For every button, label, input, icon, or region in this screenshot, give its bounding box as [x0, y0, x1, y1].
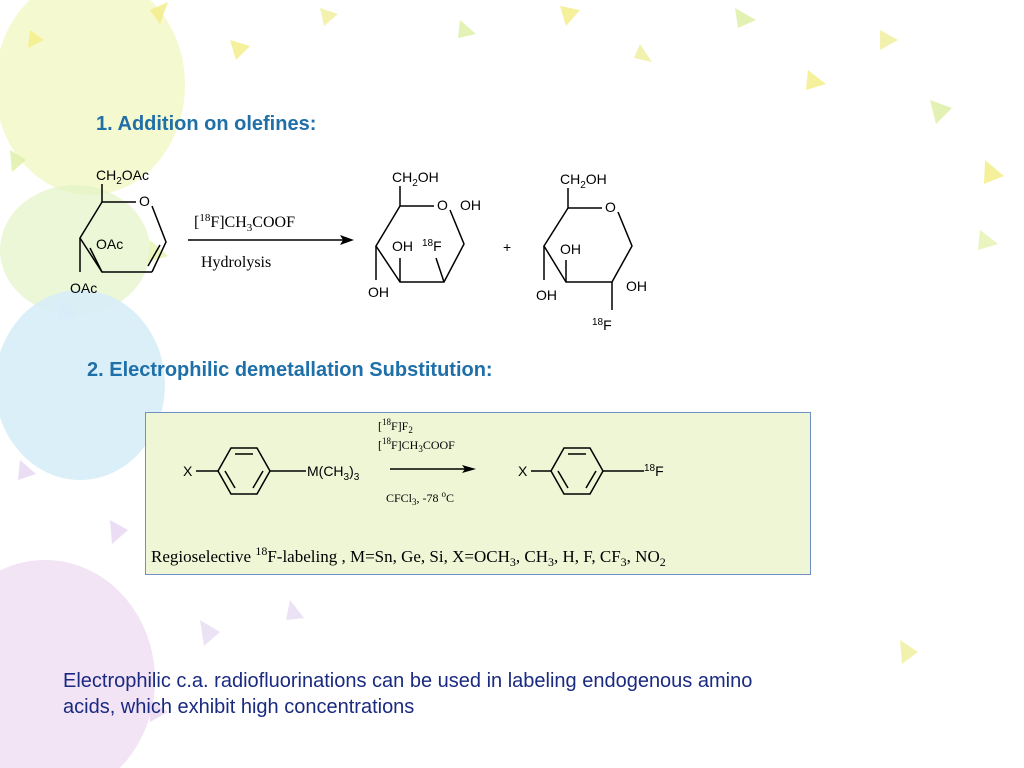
- balloon-green: [0, 185, 150, 315]
- svg-text:X: X: [518, 463, 528, 479]
- labeling-note: Regioselective 18F-labeling , M=Sn, Ge, …: [151, 544, 666, 569]
- caption-line-2: acids, which exhibit high concentrations: [63, 696, 415, 718]
- svg-text:O: O: [437, 197, 448, 213]
- glycal-reactant: CH2OAc O OAc OAc: [70, 167, 167, 296]
- svg-text:X: X: [183, 463, 193, 479]
- section-1-heading: 1. Addition on olefines:: [96, 113, 317, 135]
- svg-text:M(CH3)3: M(CH3)3: [307, 463, 360, 483]
- balloon-yellow: [0, 0, 185, 195]
- svg-text:CFCl3, -78 oC: CFCl3, -78 oC: [386, 489, 454, 507]
- aryl-metal-reactant: X M(CH3)3: [183, 447, 360, 495]
- svg-text:OH: OH: [460, 197, 481, 213]
- svg-text:CH2OH: CH2OH: [392, 169, 439, 189]
- svg-text:OH: OH: [392, 238, 413, 254]
- svg-text:OH: OH: [536, 287, 557, 303]
- demetallation-scheme: X M(CH3)3 [18F]F2 [18F]CH3COOF CFCl3, -7…: [151, 417, 666, 569]
- svg-text:O: O: [139, 193, 150, 209]
- svg-text:[18F]F2: [18F]F2: [378, 417, 413, 435]
- svg-text:18F: 18F: [644, 463, 664, 479]
- pyranose-product-2: CH2OH O OH OH OH 18F: [536, 171, 647, 333]
- svg-text:CH2OH: CH2OH: [560, 171, 607, 191]
- svg-text:18F: 18F: [592, 317, 612, 333]
- plus-sign: +: [503, 239, 511, 255]
- svg-text:OAc: OAc: [96, 236, 123, 252]
- svg-text:18F: 18F: [422, 238, 442, 254]
- svg-text:[18F]CH3COOF: [18F]CH3COOF: [194, 212, 295, 234]
- pyranose-product-1: CH2OH O OH OH 18F OH: [368, 169, 481, 300]
- svg-text:OH: OH: [560, 241, 581, 257]
- svg-text:CH2OAc: CH2OAc: [96, 167, 149, 187]
- svg-text:OH: OH: [626, 278, 647, 294]
- svg-text:OH: OH: [368, 284, 389, 300]
- section-2-heading: 2. Electrophilic demetallation Substitut…: [87, 359, 493, 381]
- balloon-purple: [0, 560, 155, 768]
- balloon-blue: [0, 290, 165, 480]
- svg-text:Hydrolysis: Hydrolysis: [201, 254, 271, 271]
- caption-line-1: Electrophilic c.a. radiofluorinations ca…: [63, 670, 753, 692]
- reaction-arrow-1: [18F]CH3COOF Hydrolysis: [188, 212, 354, 271]
- caption-text: Electrophilic c.a. radiofluorinations ca…: [63, 668, 963, 720]
- svg-text:O: O: [605, 199, 616, 215]
- svg-text:OAc: OAc: [70, 280, 97, 296]
- aryl-fluoride-product: X 18F: [518, 447, 664, 495]
- reaction-arrow-2: [18F]F2 [18F]CH3COOF CFCl3, -78 oC: [378, 417, 476, 507]
- demetallation-panel: X M(CH3)3 [18F]F2 [18F]CH3COOF CFCl3, -7…: [145, 412, 811, 575]
- olefin-addition-scheme: CH2OAc O OAc OAc [18F]CH3COOF Hydrolysis…: [70, 167, 647, 333]
- svg-text:[18F]CH3COOF: [18F]CH3COOF: [378, 436, 455, 454]
